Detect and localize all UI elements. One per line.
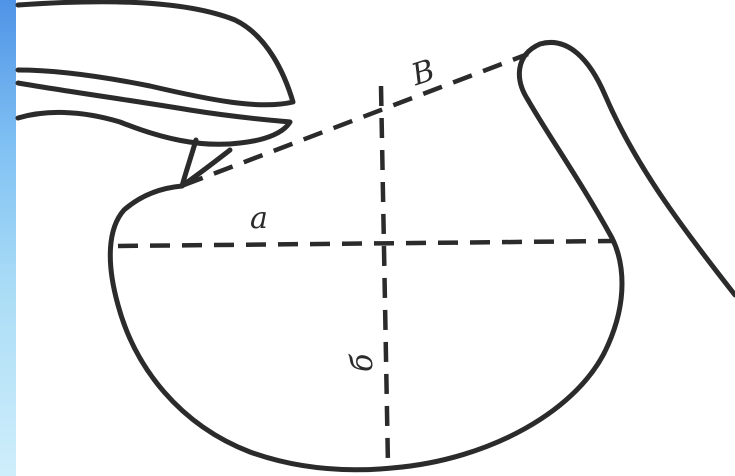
dashed-line-v xyxy=(183,51,529,188)
blue-edge-strip xyxy=(0,0,16,476)
label-a: a xyxy=(250,201,268,236)
right-loop-outline xyxy=(516,40,735,298)
label-v: В xyxy=(406,53,439,93)
lower-finger-outline xyxy=(15,80,293,147)
dashed-line-a xyxy=(117,238,615,249)
dashed-line-b xyxy=(378,85,391,467)
label-b: б xyxy=(345,353,380,372)
tooth-outline xyxy=(179,137,233,189)
bowl-outline xyxy=(107,97,625,473)
upper-finger-outline xyxy=(15,0,296,108)
